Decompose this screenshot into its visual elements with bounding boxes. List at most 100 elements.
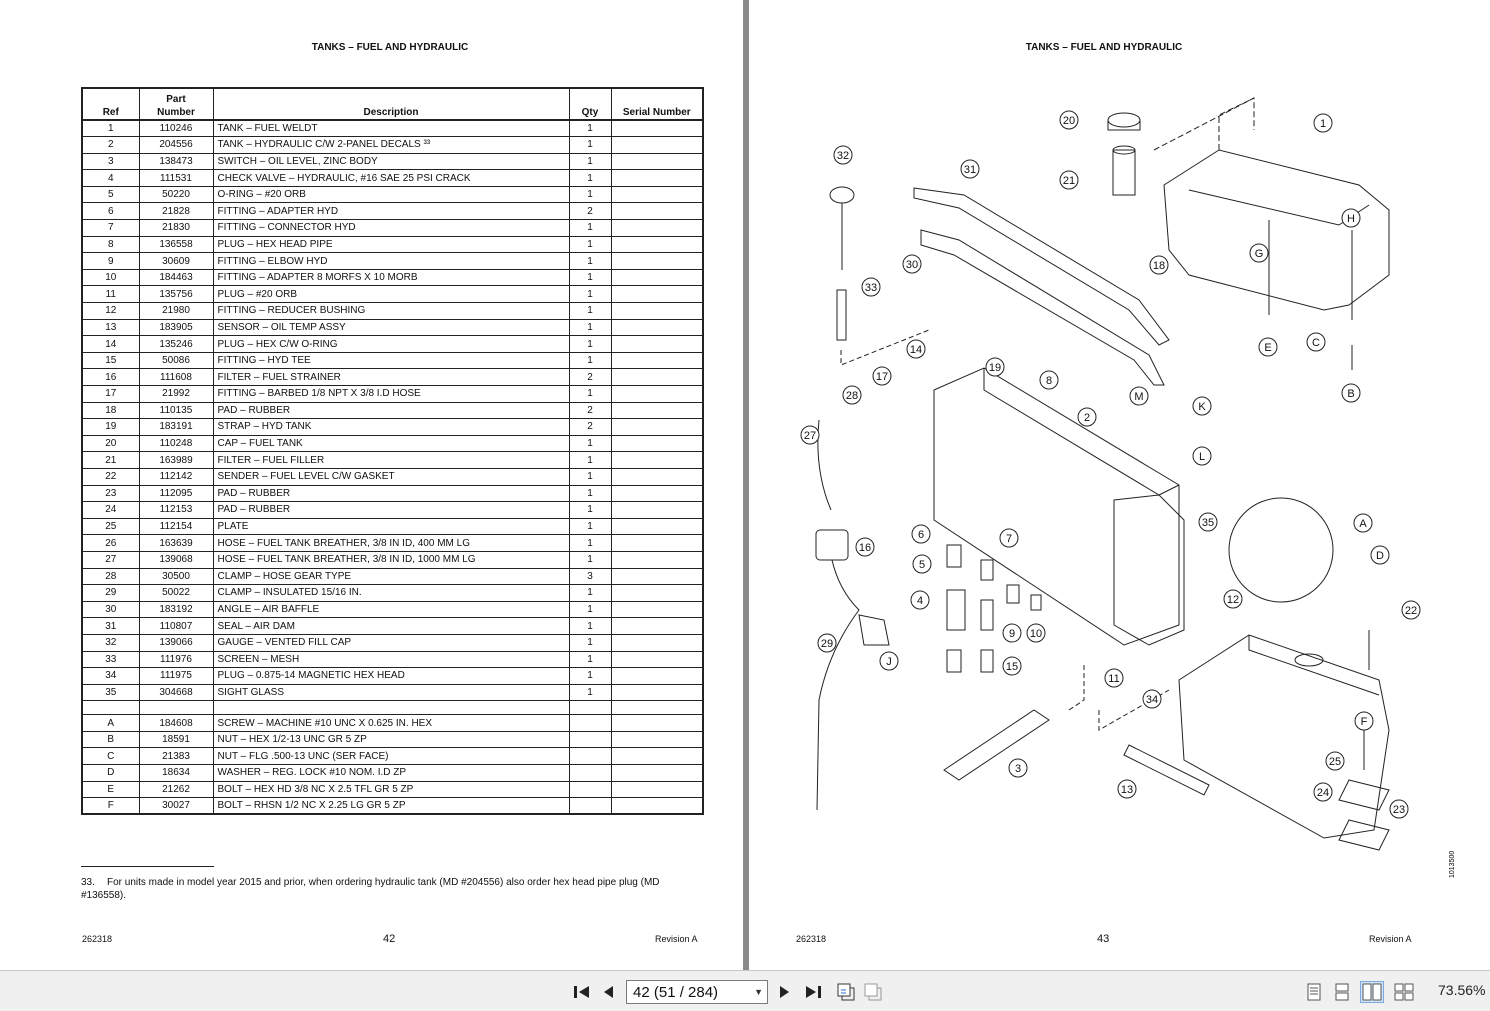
single-page-view-icon[interactable] [1305, 981, 1323, 1003]
serial-number-cell [610, 285, 704, 304]
callout-circle [1192, 396, 1212, 416]
callout-label: F [1361, 716, 1368, 728]
last-page-icon[interactable] [803, 981, 823, 1003]
part-number-cell: 21992 [138, 385, 214, 403]
previous-view-icon[interactable] [835, 981, 857, 1003]
ref-cell: 28 [81, 567, 140, 586]
callout-label: 8 [1046, 375, 1052, 387]
callout-circle [912, 554, 932, 574]
callout-circle [1313, 113, 1333, 133]
qty-cell: 1 [568, 584, 612, 602]
description-cell: CLAMP – HOSE GEAR TYPE [212, 567, 570, 586]
qty-cell: 1 [568, 650, 612, 669]
description-cell: BOLT – HEX HD 3/8 NC X 2.5 TFL GR 5 ZP [212, 780, 570, 799]
callout-label: 6 [918, 529, 924, 541]
callout-label: 31 [964, 164, 976, 176]
continuous-view-icon[interactable] [1333, 981, 1351, 1003]
col-description: Description [212, 87, 570, 121]
callout-label: 33 [865, 282, 877, 294]
air-dam-seal-shape [913, 187, 1170, 346]
ref-cell: 21 [81, 451, 140, 469]
serial-number-cell [610, 484, 704, 503]
callout-circle [999, 528, 1019, 548]
page-select-value: 42 (51 / 284) [633, 983, 719, 1001]
part-number-cell: 163989 [138, 451, 214, 469]
serial-number-cell [610, 368, 704, 386]
callout-label: 7 [1006, 533, 1012, 545]
description-cell: TANK – FUEL WELDT [212, 119, 570, 138]
serial-number-cell [610, 318, 704, 337]
part-number-cell: 112142 [138, 467, 214, 486]
ref-cell: 9 [81, 252, 140, 270]
qty-cell: 1 [568, 667, 612, 685]
zoom-level[interactable]: 73.56% [1438, 982, 1486, 998]
part-number-cell: 183192 [138, 600, 214, 619]
callout-circle [1059, 170, 1079, 190]
qty-cell: 1 [568, 517, 612, 536]
qty-cell: 1 [568, 351, 612, 370]
part-number-cell: 111976 [138, 650, 214, 669]
callout-label: 25 [1329, 756, 1341, 768]
two-page-continuous-view-icon[interactable] [1393, 981, 1415, 1003]
ref-cell: 1 [81, 119, 140, 138]
callout-label: 19 [989, 362, 1001, 374]
callout-circle [1341, 383, 1361, 403]
ref-cell: 24 [81, 501, 140, 519]
qty-cell: 1 [568, 335, 612, 353]
two-page-view-icon[interactable] [1360, 981, 1384, 1003]
callout-circle [1129, 386, 1149, 406]
serial-number-cell [610, 351, 704, 370]
ref-cell: 23 [81, 484, 140, 503]
callout-circle [1401, 600, 1421, 620]
col-serial-number: Serial Number [610, 87, 704, 121]
first-page-icon[interactable] [572, 981, 592, 1003]
description-cell: SIGHT GLASS [212, 683, 570, 702]
page-select[interactable]: 42 (51 / 284) ▼ [626, 980, 768, 1004]
part-number-cell: 21262 [138, 780, 214, 799]
serial-number-cell [610, 202, 704, 221]
callout-circle [1389, 799, 1409, 819]
part-number-cell: 135246 [138, 335, 214, 353]
ref-cell: 18 [81, 401, 140, 420]
description-cell: PLUG – HEX HEAD PIPE [212, 235, 570, 254]
qty-cell: 1 [568, 683, 612, 702]
callout-label: 1 [1320, 118, 1326, 130]
ref-cell: 31 [81, 617, 140, 635]
part-number-cell: 184608 [138, 714, 214, 732]
part-number-cell: 111608 [138, 368, 214, 386]
next-view-icon[interactable] [862, 981, 884, 1003]
callout-circle [800, 425, 820, 445]
description-cell: FITTING – HYD TEE [212, 351, 570, 370]
qty-cell: 1 [568, 484, 612, 503]
serial-number-cell [610, 169, 704, 187]
ref-cell: 8 [81, 235, 140, 254]
ref-cell: 34 [81, 667, 140, 685]
next-page-icon[interactable] [777, 981, 793, 1003]
callout-circle [1059, 110, 1079, 130]
callout-label: 28 [846, 390, 858, 402]
previous-page-icon[interactable] [600, 981, 616, 1003]
callout-circle [1149, 255, 1169, 275]
ref-cell: 29 [81, 584, 140, 602]
callout-circle [1192, 446, 1212, 466]
callout-label: 17 [876, 371, 888, 383]
ref-cell: 13 [81, 318, 140, 337]
footnote: 33.For units made in model year 2015 and… [81, 877, 660, 901]
serial-number-cell [610, 600, 704, 619]
description-cell: PLUG – #20 ORB [212, 285, 570, 304]
doc-number: 262318 [796, 934, 827, 944]
callout-circle [817, 633, 837, 653]
description-cell: ANGLE – AIR BAFFLE [212, 600, 570, 619]
page-title: TANKS – FUEL AND HYDRAULIC [311, 42, 469, 53]
description-cell: SCREW – MACHINE #10 UNC X 0.625 IN. HEX [212, 714, 570, 732]
